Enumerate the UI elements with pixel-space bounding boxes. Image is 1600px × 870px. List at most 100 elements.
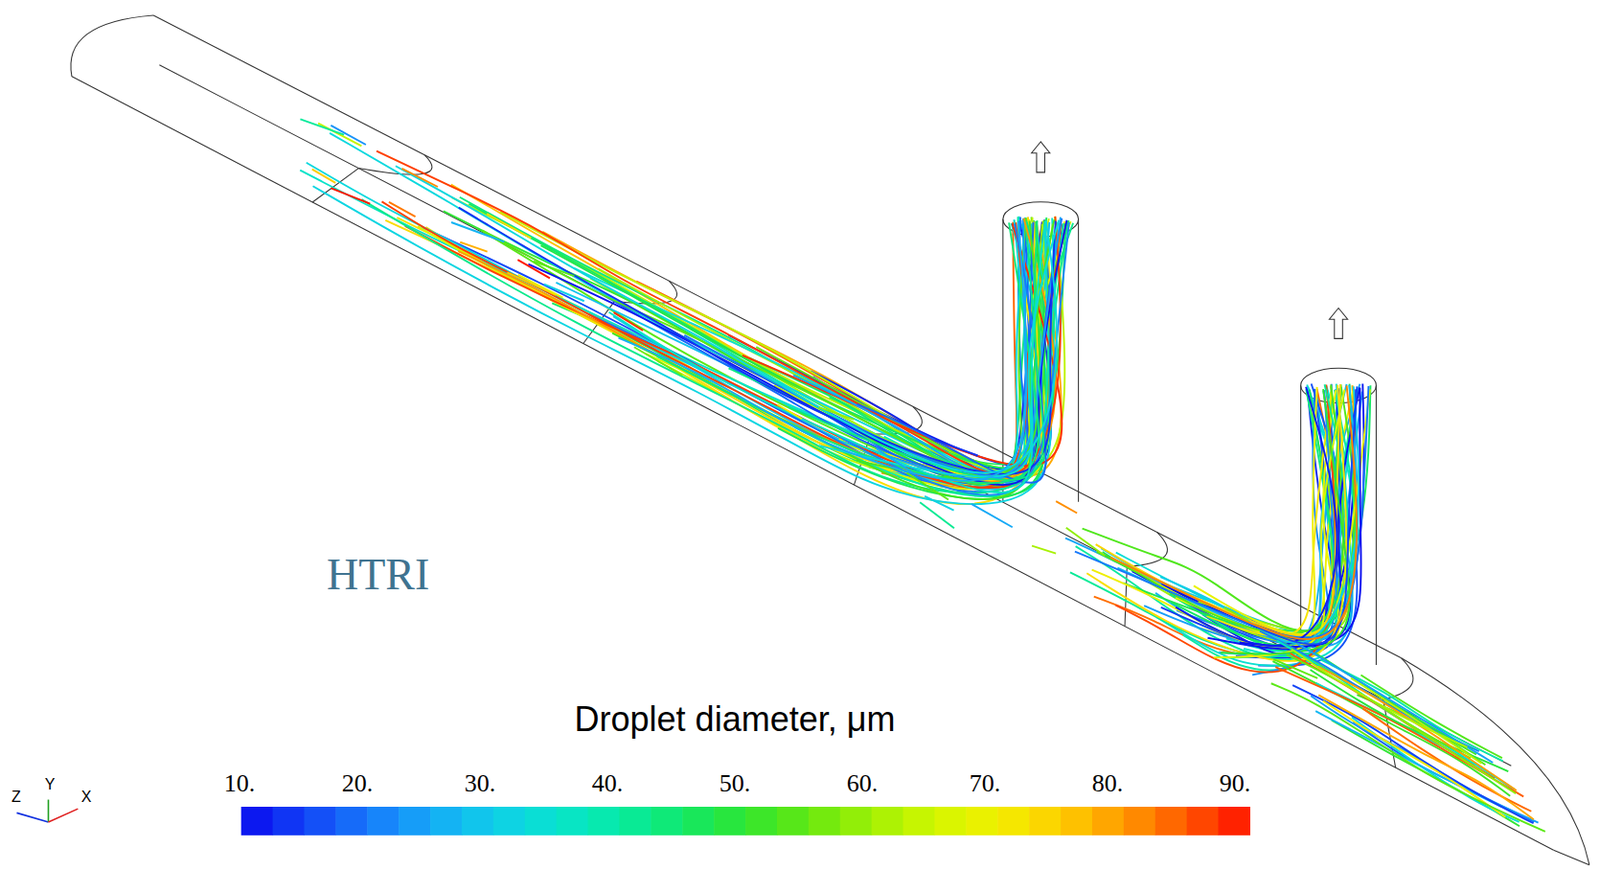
trajectory [459, 197, 1055, 473]
pipe-edge [71, 76, 1555, 850]
trajectory [1275, 666, 1524, 797]
color-bar-bin [1092, 806, 1124, 836]
tick-label: 70. [969, 770, 1002, 799]
trajectory [1239, 388, 1362, 647]
trajectory [1362, 708, 1532, 811]
color-bar-bin [682, 806, 714, 836]
trajectory [935, 439, 979, 456]
trajectory [376, 151, 1061, 476]
trajectory [1175, 387, 1337, 646]
trajectory [1100, 390, 1331, 631]
trajectory [1291, 648, 1468, 748]
color-bar-bin [965, 806, 998, 836]
color-bar-bin [303, 806, 336, 836]
trajectory [299, 118, 344, 135]
pipe-cone [1401, 658, 1590, 866]
color-bar-bin [1028, 806, 1061, 836]
trajectory [690, 216, 1025, 482]
trajectory [1097, 384, 1344, 634]
trajectory [1310, 695, 1538, 823]
color-bar-bin [1060, 806, 1093, 836]
color-bar-bin [650, 806, 683, 836]
trajectory [486, 213, 531, 239]
nozzle-wall [1002, 219, 1004, 503]
tick-label: 30. [464, 770, 497, 799]
color-bar-bin [335, 806, 367, 836]
trajectory [395, 165, 1057, 473]
trajectory [836, 222, 1069, 496]
trajectory [388, 202, 416, 217]
trajectory [777, 404, 802, 419]
nozzle-wall [1375, 385, 1377, 665]
color-bar-bin [1187, 806, 1219, 836]
tick-label: 60. [846, 770, 879, 799]
axis-z [16, 812, 48, 823]
trajectory [609, 221, 1046, 493]
trajectory [401, 168, 437, 187]
trajectory [517, 259, 550, 278]
color-bar-bin [1218, 806, 1251, 836]
color-bar-bin [273, 806, 305, 836]
tick-label: 90. [1219, 770, 1252, 799]
trajectory [1110, 385, 1357, 640]
trajectory [451, 222, 504, 242]
color-bar-bin [871, 806, 904, 836]
trajectory [657, 222, 1039, 483]
axis-x [47, 808, 78, 823]
trajectory [971, 503, 1013, 527]
trajectory [1127, 390, 1353, 641]
trajectory [612, 219, 1054, 500]
axis-y [47, 800, 50, 823]
pipe-cone [1554, 849, 1590, 865]
color-bar-bin [241, 806, 274, 836]
color-bar-bin [745, 806, 778, 836]
trajectory [634, 346, 683, 375]
color-bar-bin [430, 806, 462, 836]
nozzle-wall [1077, 219, 1079, 503]
trajectory [527, 220, 1067, 485]
trajectory [1370, 699, 1517, 794]
trajectory [452, 197, 1050, 472]
tick-label: 40. [592, 770, 624, 799]
color-bar [241, 806, 1251, 836]
flow-arrow [1031, 141, 1051, 173]
trajectory [1237, 386, 1358, 644]
flow-arrow [1328, 307, 1348, 339]
tick-label: 20. [342, 770, 374, 799]
trajectory [884, 217, 1027, 487]
trajectory [299, 170, 1054, 478]
trajectory [617, 221, 1027, 480]
trajectory [555, 222, 1050, 483]
color-bar-bin [461, 806, 494, 836]
trajectory [518, 274, 564, 298]
axis-label: Z [11, 788, 22, 806]
trajectory [599, 222, 1035, 483]
trajectory [312, 169, 336, 183]
trajectory [313, 185, 1052, 504]
trajectory [1145, 391, 1333, 643]
tick-label: 80. [1092, 770, 1124, 799]
color-bar-bin [588, 806, 620, 836]
trajectory [1074, 386, 1370, 639]
colorbar-title: Droplet diameter, μm [574, 700, 896, 739]
color-bar-bin [493, 806, 526, 836]
trajectory [1273, 659, 1318, 679]
trajectory [506, 272, 556, 296]
color-bar-bin [997, 806, 1029, 836]
trajectory [919, 502, 955, 528]
trajectory [533, 261, 574, 276]
trajectory [459, 242, 487, 252]
axis-label: Y [45, 776, 56, 794]
trajectory [468, 204, 1069, 469]
color-bar-bin [556, 806, 589, 836]
trajectory [382, 201, 1068, 488]
trajectory [451, 184, 1038, 480]
trajectory [417, 221, 1072, 477]
pipe-cap [70, 15, 154, 77]
pipe-midline [159, 65, 1511, 766]
trajectory [1055, 501, 1077, 513]
color-bar-bin [934, 806, 966, 836]
trajectory [1160, 386, 1359, 643]
axis-triad [16, 800, 78, 823]
